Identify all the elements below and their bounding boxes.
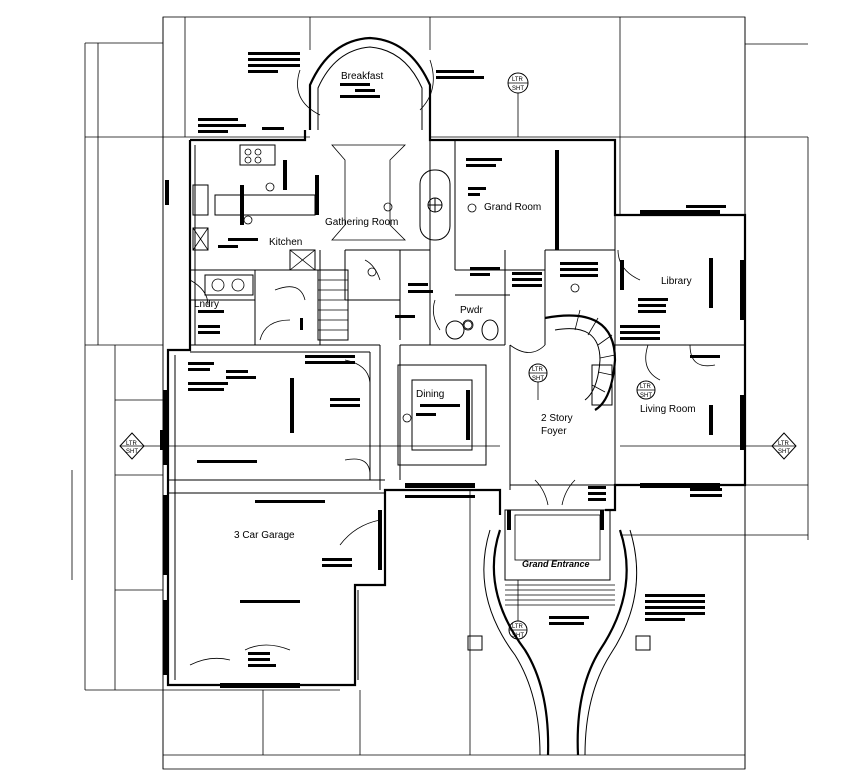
label-dining: Dining xyxy=(416,389,444,400)
windows xyxy=(160,150,745,688)
section-marker-entrance: LTR SHT xyxy=(508,580,528,640)
room-labels: Breakfast Gathering Room Grand Room Kitc… xyxy=(194,71,696,569)
section-markers: LTR SHT LTR SHT LTR SHT LTR SHT LTR xyxy=(119,72,797,640)
label-powder: Pwdr xyxy=(460,305,483,316)
kitchen-fixtures xyxy=(192,144,316,296)
straight-stair xyxy=(317,269,349,341)
svg-text:SHT: SHT xyxy=(126,449,138,455)
label-breakfast: Breakfast xyxy=(341,71,383,82)
label-foyer-line2: Foyer xyxy=(541,426,567,437)
svg-text:LTR: LTR xyxy=(640,384,652,390)
label-grand-entrance: Grand Entrance xyxy=(522,559,590,569)
fireplace xyxy=(419,169,451,241)
label-library: Library xyxy=(661,276,692,287)
section-marker-top: LTR SHT xyxy=(507,72,529,137)
grand-entrance-porch xyxy=(467,479,651,756)
svg-text:SHT: SHT xyxy=(778,449,790,455)
door-swings xyxy=(189,59,716,666)
label-foyer-line1: 2 Story xyxy=(541,413,573,424)
interior-walls xyxy=(190,140,745,490)
svg-text:LTR: LTR xyxy=(512,624,524,630)
curved-stair xyxy=(544,309,617,411)
label-kitchen: Kitchen xyxy=(269,237,302,248)
fixture-symbols xyxy=(243,182,580,423)
section-marker-foyer: LTR SHT xyxy=(528,363,548,400)
powder-fixtures xyxy=(445,319,499,341)
section-marker-left: LTR SHT xyxy=(119,432,500,460)
annotation-blocks xyxy=(188,52,726,667)
dining-table xyxy=(397,364,487,466)
gathering-rug xyxy=(331,144,406,241)
label-garage: 3 Car Garage xyxy=(234,530,295,541)
label-laundry: Lndry xyxy=(194,299,219,310)
label-gathering-room: Gathering Room xyxy=(325,217,398,228)
svg-text:LTR: LTR xyxy=(512,77,524,83)
svg-text:SHT: SHT xyxy=(512,86,524,92)
svg-text:LTR: LTR xyxy=(126,441,138,447)
label-grand-room: Grand Room xyxy=(484,202,541,213)
label-living-room: Living Room xyxy=(640,404,696,415)
svg-text:SHT: SHT xyxy=(532,376,544,382)
section-marker-living: LTR SHT xyxy=(636,380,656,400)
svg-text:LTR: LTR xyxy=(778,441,790,447)
breakfast-bay xyxy=(308,36,432,135)
svg-text:LTR: LTR xyxy=(532,367,544,373)
svg-text:SHT: SHT xyxy=(512,633,524,639)
svg-text:SHT: SHT xyxy=(640,393,652,399)
section-marker-right: LTR SHT xyxy=(620,432,797,460)
